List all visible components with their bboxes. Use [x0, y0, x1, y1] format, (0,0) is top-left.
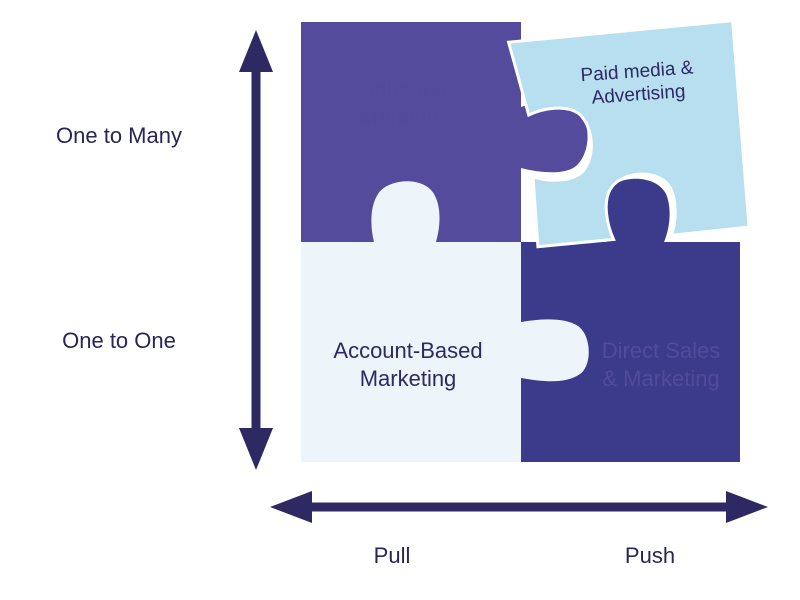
horizontal-arrow-head-left	[270, 491, 312, 523]
puzzle-piece-paid-media-group: Paid media & Advertising	[506, 18, 751, 249]
axis-label-one-to-one: One to One	[62, 328, 176, 353]
direct-sales-label-line1: Direct Sales	[602, 338, 721, 363]
axis-label-one-to-many: One to Many	[56, 123, 182, 148]
axis-label-push: Push	[625, 543, 675, 568]
inbound-label-line2: Marketing	[360, 104, 457, 129]
puzzle-piece-paid-media	[506, 18, 751, 249]
horizontal-axis-arrow	[270, 491, 768, 523]
vertical-axis-arrow	[239, 30, 273, 470]
inbound-label-line1: Inbound	[368, 76, 448, 101]
direct-sales-label-line2: & Marketing	[602, 366, 719, 391]
puzzle-piece-direct-sales	[521, 178, 740, 463]
puzzle-piece-account-based	[301, 181, 589, 462]
account-based-label-line1: Account-Based	[333, 338, 482, 363]
horizontal-arrow-head-right	[726, 491, 768, 523]
vertical-arrow-head-down	[239, 428, 273, 470]
axis-label-pull: Pull	[374, 543, 411, 568]
puzzle-piece-inbound	[301, 22, 588, 242]
account-based-label-line2: Marketing	[360, 366, 457, 391]
vertical-arrow-head-up	[239, 30, 273, 72]
